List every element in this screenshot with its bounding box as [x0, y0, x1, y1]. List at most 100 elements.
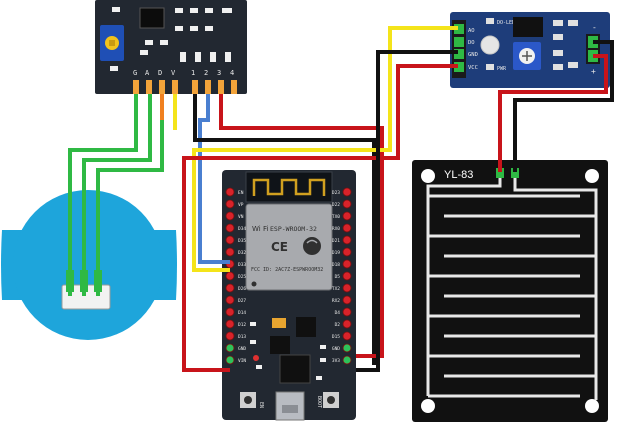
esp32-board: Wi Fi ESP-WROOM-32 CE FCC ID: 2AC7Z-ESPW… [222, 170, 356, 421]
esp32-en-label: EN [258, 402, 264, 408]
esp32-left-pin-label: EN [238, 190, 244, 196]
esp32-left-pin-label: D25 [238, 274, 246, 280]
module-led-pwr-label: PWR [497, 66, 507, 72]
adc-pin-label: V [171, 69, 176, 77]
esp32-right-pin [342, 199, 352, 209]
esp32-left-pin-label: D27 [238, 298, 246, 304]
module-pot-screw [522, 51, 532, 61]
adc-module: G A D V 1 2 3 4 [95, 0, 247, 94]
esp32-left-pin-label: D13 [238, 334, 246, 340]
esp32-left-pin [225, 343, 235, 353]
esp32-right-pin [342, 247, 352, 257]
esp32-right-pin-label: D21 [332, 238, 340, 244]
esp32-left-pin [225, 247, 235, 257]
wire-yellow-module-ao [192, 26, 458, 272]
esp32-right-pin-label: 3V3 [332, 358, 340, 364]
esp32-left-pin [225, 319, 235, 329]
module-pin-label: AO [468, 28, 475, 34]
esp32-right-pin [342, 283, 352, 293]
esp32-left-pin-label: D35 [238, 238, 246, 244]
esp32-left-pin [225, 211, 235, 221]
esp32-wifi-logo: Wi Fi [252, 225, 268, 233]
esp32-right-pin-label: GND [332, 346, 340, 352]
module-led-pwr [486, 64, 494, 70]
esp32-fcc-id: FCC ID: 2AC7Z-ESPWROOM32 [251, 267, 323, 273]
adc-pin-label: G [133, 69, 137, 77]
module-pin-label: VCC [468, 65, 478, 71]
rain-mount-hole [421, 169, 435, 183]
module-smd-parts [553, 20, 578, 70]
wifi-waves-icon [303, 234, 321, 255]
adc-pin-label: A [145, 69, 150, 77]
module-pin-labels: AO DO GND VCC [468, 28, 478, 71]
rain-sensor-board: YL-83 [412, 160, 608, 422]
esp32-right-pin-label: D22 [332, 202, 340, 208]
rain-sensor-label: YL-83 [444, 169, 473, 181]
module-out-plus: + [591, 67, 596, 76]
pump-connector-pins [66, 270, 102, 292]
esp32-chip-name: ESP-WROOM-32 [270, 225, 317, 233]
esp32-right-header: D23D22TX0RX0D21D19D18D5TX2RX2D4D2D15GND3… [332, 187, 352, 365]
rain-mount-hole [585, 169, 599, 183]
wire-green-pump-3 [96, 94, 164, 296]
water-pump [1, 190, 177, 340]
esp32-regulator [296, 317, 316, 337]
esp32-right-pin [342, 319, 352, 329]
esp32-right-pin [342, 235, 352, 245]
esp32-left-pin-label: VIN [238, 358, 246, 364]
rain-mount-hole [421, 399, 435, 413]
esp32-right-pin [342, 295, 352, 305]
rain-traces [426, 178, 598, 400]
adc-pin-label: 4 [230, 69, 234, 77]
adc-board [95, 0, 247, 94]
esp32-right-pin-label: D5 [335, 274, 341, 280]
esp32-right-pin-label: D18 [332, 262, 340, 268]
esp32-right-pin [342, 331, 352, 341]
esp32-left-pin [225, 271, 235, 281]
esp32-right-pin [342, 223, 352, 233]
esp32-left-pin-label: VP [238, 202, 244, 208]
esp32-left-pin [225, 187, 235, 197]
wire-red-module-vcc [182, 64, 458, 372]
esp32-boot-button-cap[interactable] [327, 396, 335, 404]
rain-pin [496, 168, 504, 178]
esp32-right-pin [342, 307, 352, 317]
esp32-left-pin [225, 355, 235, 365]
pump-body [13, 190, 163, 340]
module-pin-vcc [454, 62, 464, 72]
esp32-module-shield [245, 203, 333, 291]
esp32-left-pin-label: D32 [238, 250, 246, 256]
esp32-left-pin-label: D26 [238, 286, 246, 292]
esp32-right-pin-label: RX0 [332, 226, 340, 232]
wire-green-pump-1 [68, 94, 138, 296]
esp32-regulator [270, 336, 290, 354]
esp32-right-pin-label: TX0 [332, 214, 340, 220]
adc-pin-labels: G A D V 1 2 3 4 [133, 69, 234, 77]
esp32-left-pin [225, 235, 235, 245]
adc-smd-parts [110, 7, 232, 71]
rain-control-module: AO DO GND VCC DO-LED PWR - + [450, 12, 610, 88]
esp32-left-pin-label: D14 [238, 310, 246, 316]
esp32-smd-parts [250, 322, 326, 380]
adc-pin-label: 1 [191, 69, 195, 77]
module-led-do [486, 18, 494, 24]
esp32-left-pin [225, 331, 235, 341]
esp32-en-button-cap[interactable] [244, 396, 252, 404]
wire-red-rain-plus [498, 54, 608, 172]
module-pin-ao [454, 24, 464, 34]
rain-board-body [412, 160, 608, 422]
esp32-left-pin-label: VN [238, 214, 244, 220]
esp32-left-pin-label: GND [238, 346, 246, 352]
module-pin-gnd [454, 49, 464, 59]
module-out-minus: - [592, 23, 597, 32]
esp32-right-pin [342, 211, 352, 221]
esp32-left-pin-label: D12 [238, 322, 246, 328]
esp32-usb-uart-chip [279, 354, 311, 384]
esp32-left-pin [225, 199, 235, 209]
wire-red-adc-vcc [219, 94, 384, 358]
esp32-left-pin [225, 223, 235, 233]
adc-header-pins [133, 80, 237, 94]
esp32-right-pin-label: D4 [335, 310, 341, 316]
rain-mount-hole [585, 399, 599, 413]
esp32-right-pin [342, 343, 352, 353]
